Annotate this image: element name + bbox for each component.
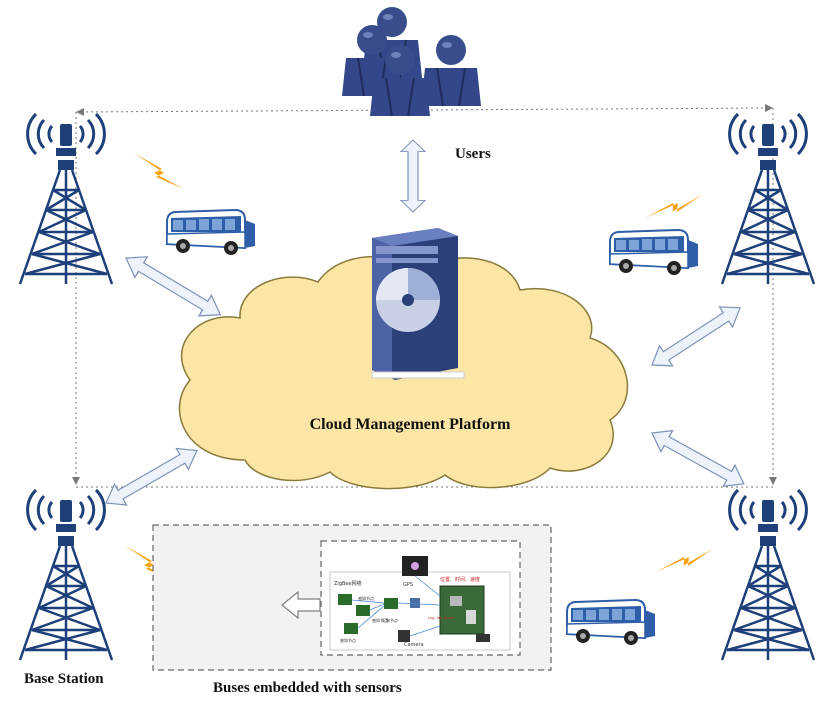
bus-icon-top-right [610, 230, 698, 275]
bus-icon-top-left [167, 210, 255, 255]
zigbee-label: ZigBee网络 [334, 580, 362, 587]
server-icon [371, 228, 465, 380]
tower-icon-top-left [18, 112, 114, 286]
lightning-icon-2 [645, 175, 703, 238]
coord-label: Lng, lat, speed [428, 616, 454, 620]
users-label: Users [455, 146, 491, 162]
bus-icon-bottom-right [567, 600, 655, 645]
sensor-board-icon: ZigBee网络 感知节点 感知节点 感知节点 汇聚节点 GPS Camera … [329, 556, 511, 651]
readings-label: 位置、时间、速度 [440, 576, 480, 583]
users-icon [341, 6, 482, 117]
node3-label: 感知节点 [340, 637, 356, 643]
node2-label: 感知节点 [372, 617, 388, 623]
gps-label: GPS [403, 582, 413, 588]
sink-label: 汇聚节点 [382, 617, 398, 623]
tower-icon-bottom-right [720, 488, 816, 662]
node1-label: 感知节点 [358, 595, 374, 601]
cloud-label: Cloud Management Platform [310, 416, 512, 433]
panel-arrow [281, 590, 321, 620]
tower-link-lines [75, 107, 774, 488]
lightning-icon-1 [134, 153, 184, 189]
base-station-label: Base Station [24, 671, 104, 687]
lightning-icon-4 [656, 529, 714, 592]
camera-label: Camera [404, 642, 424, 648]
tower-icon-bottom-left [18, 488, 114, 662]
tower-icon-top-right [720, 112, 816, 286]
buses-sensors-label: Buses embedded with sensors [213, 680, 402, 696]
users-server-arrow [400, 139, 426, 213]
